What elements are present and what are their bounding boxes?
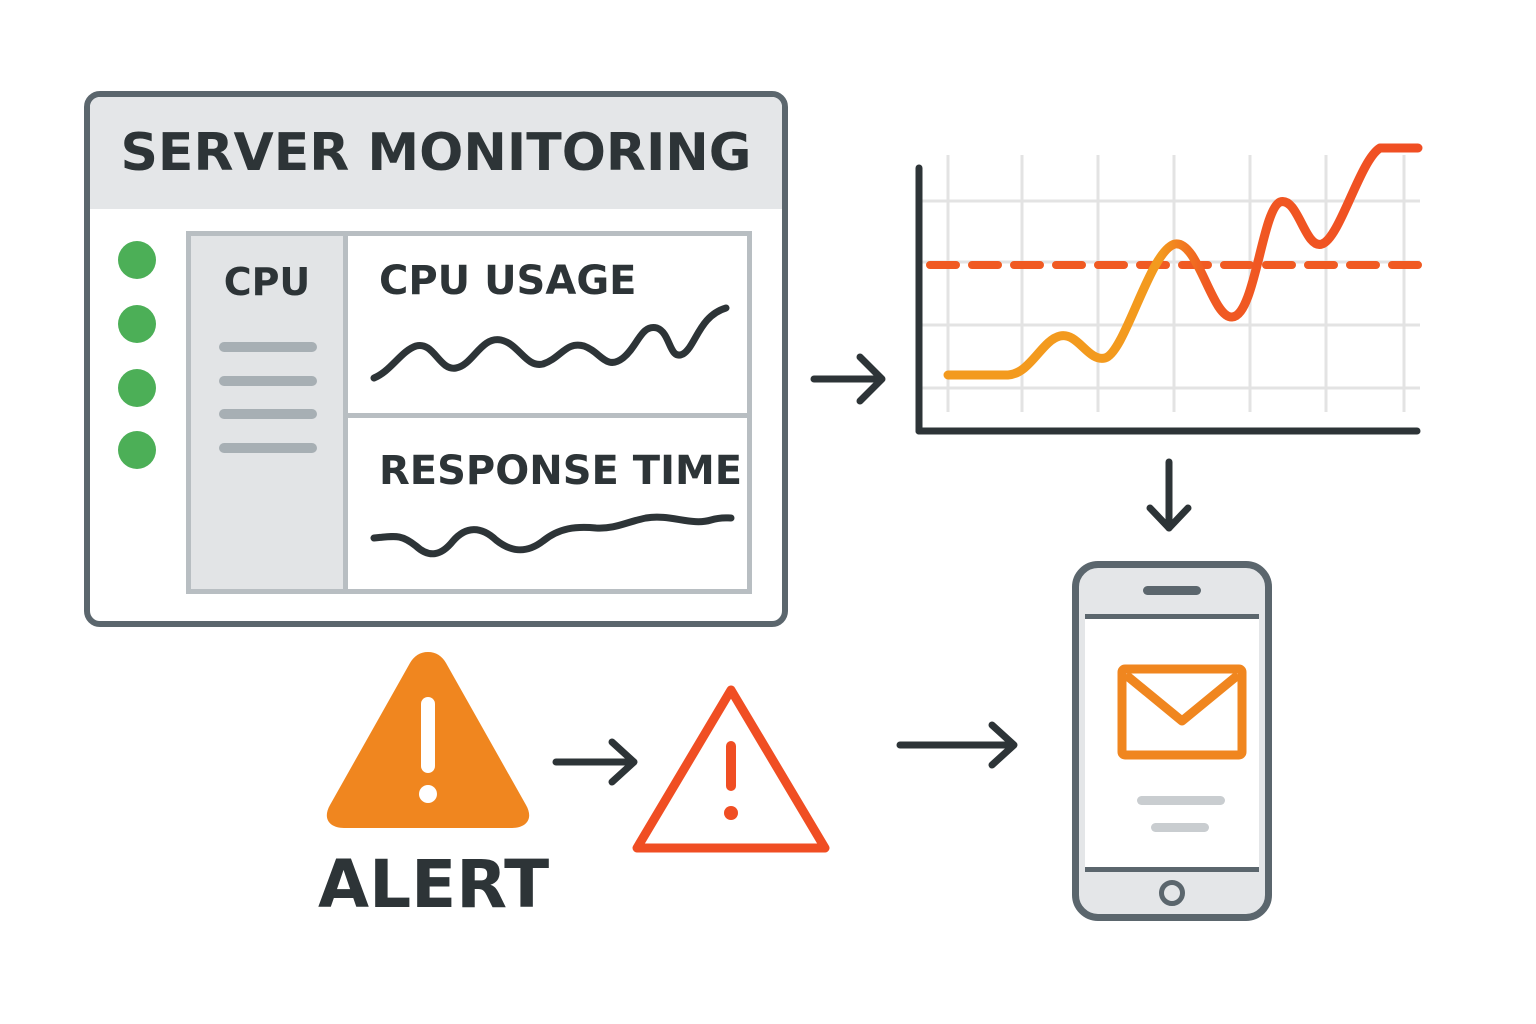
cpu-sidebar: CPU bbox=[191, 236, 348, 589]
status-indicator-3 bbox=[118, 369, 156, 407]
response-time-title: RESPONSE TIME bbox=[379, 448, 743, 494]
response-time-sparkline bbox=[370, 513, 735, 558]
phone-screen bbox=[1085, 614, 1259, 872]
metrics-panel: CPU CPU USAGE RESPONSE TIME bbox=[186, 231, 752, 594]
phone bbox=[1072, 561, 1272, 921]
status-indicator-2 bbox=[118, 305, 156, 343]
phone-speaker bbox=[1143, 586, 1201, 595]
window-header bbox=[90, 97, 782, 209]
status-indicator-1 bbox=[118, 241, 156, 279]
sidebar-line bbox=[219, 342, 317, 352]
metric-series-line bbox=[943, 143, 1423, 380]
phone-home-button bbox=[1159, 880, 1185, 906]
panel-divider bbox=[348, 413, 747, 418]
message-line bbox=[1151, 823, 1209, 832]
dashboard-title: SERVER MONITORING bbox=[120, 123, 752, 183]
sidebar-line bbox=[219, 409, 317, 419]
cpu-usage-sparkline bbox=[370, 304, 730, 382]
message-line bbox=[1137, 796, 1225, 805]
alert-label: ALERT bbox=[318, 846, 550, 923]
server-monitoring-window: SERVER MONITORING CPU CPU USAGE RESPONSE… bbox=[84, 91, 788, 627]
envelope-icon bbox=[1117, 664, 1247, 760]
cpu-label: CPU bbox=[223, 260, 311, 304]
status-indicator-4 bbox=[118, 431, 156, 469]
sidebar-line bbox=[219, 376, 317, 386]
cpu-usage-title: CPU USAGE bbox=[379, 258, 637, 304]
sidebar-line bbox=[219, 443, 317, 453]
chart-grid bbox=[922, 155, 1420, 412]
